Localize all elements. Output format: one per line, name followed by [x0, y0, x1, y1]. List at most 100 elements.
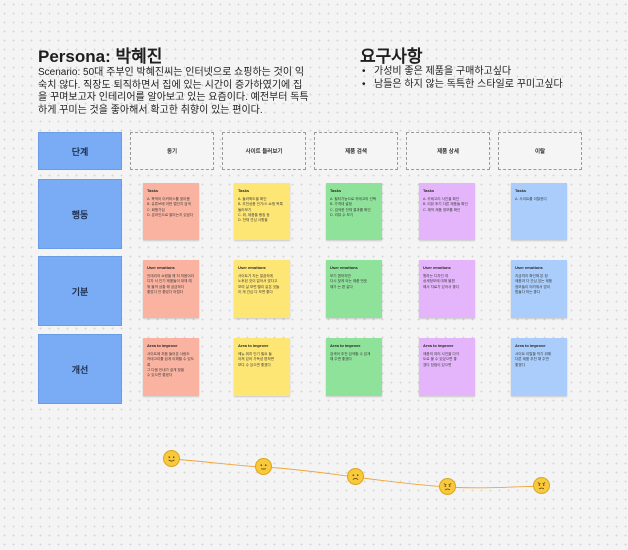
- sticky-text: 제품의 여러 사진을 다각: [423, 352, 460, 357]
- sticky-text: 카테고리를 쉽게 이해할 수 있도록: [147, 357, 194, 367]
- sticky-text: 좋겠다: [515, 362, 525, 367]
- sticky-text: 제품과 다 관심 있는 제품: [515, 279, 553, 284]
- sticky-text: 이 게 관심 다 보면 좋다: [238, 289, 273, 294]
- persona-scenario: Scenario: 50대 주부인 박혜진씨는 인터넷으로 쇼핑하는 것이 익숙…: [38, 67, 309, 116]
- sticky-title: Area to improve: [238, 343, 269, 348]
- sticky-text: 해 주면 좋겠다: [330, 357, 352, 362]
- stage-header: 이탈: [498, 132, 582, 170]
- sticky-text: 노후된 것이 없어서 맞다고: [238, 279, 278, 284]
- sticky-text: 보여 살 보면 빨리 같은 것들: [238, 284, 280, 289]
- sticky-text: B. 추천상품 인기/스 쇼핑 목록 둘러보기: [238, 202, 283, 212]
- sticky-text: B. 리뷰 후기 다른 제품들 확인: [423, 202, 468, 207]
- bullet-icon: •: [362, 78, 366, 90]
- sticky-text: C. 위, 제품을 랭킹 등: [238, 212, 270, 217]
- angry-face-icon: [533, 477, 550, 494]
- sticky-text: 정보들이 어려워서 맘이: [515, 284, 551, 289]
- sticky-text: C. 회원가입: [147, 207, 165, 212]
- sticky-text: D. 온라인으로 팔아는지 있었다: [147, 212, 194, 217]
- sticky-text: 아져 있어 가독성 편하면: [238, 357, 275, 362]
- sticky-text: 뭐 볼까 상황 해 궁금하다: [147, 284, 185, 289]
- requirements-list: • 가성비 좋은 제품을 구매하고싶다 • 남들은 하지 않는 독특한 스타일로 꾸…: [362, 66, 563, 91]
- sticky-title: Tasks: [423, 188, 435, 193]
- sticky-text: A. 사이트를 이탈한다: [515, 197, 547, 202]
- sticky-title: Tasks: [147, 188, 159, 193]
- sticky-title: Area to improve: [147, 343, 178, 348]
- sticky-text: 검색어 추천 검색할 수 있게: [330, 352, 371, 357]
- sticky-text: 겠다 장점이 있으면: [423, 362, 452, 367]
- sticky-text: A. 필터기능으로 카테고리 선택: [330, 197, 377, 202]
- stage-header: 제품 검색: [314, 132, 398, 170]
- sticky-text: 지금까지 확인해 본 정: [515, 274, 548, 279]
- sticky-text: B. 유튜브에 어떤 앱인지 검색: [147, 202, 191, 207]
- sticky-text: D. 리뷰 수 보기: [330, 212, 354, 217]
- sticky-text: 다른 제품 추천 해 주면: [515, 357, 549, 362]
- sticky-title: Area to improve: [330, 343, 361, 348]
- requirement-text: 남들은 하지 않는 독특한 스타일로 꾸미고싶다: [374, 78, 563, 90]
- neutral-face-icon: [255, 458, 272, 475]
- sticky-text: 사이트에 처음 들어온 사람도: [147, 352, 190, 357]
- sticky-text: C. 검색한 전체 결과를 확인: [330, 207, 371, 212]
- sticky-text: 매가 는 편 같다: [330, 284, 353, 289]
- sticky-text: 보다 수 있으면 좋겠다: [238, 362, 271, 367]
- sticky-title: User emotions: [423, 265, 451, 270]
- sticky-title: User emotions: [147, 265, 175, 270]
- sticky-text: 그 다음 안내가 쉽게 찾을: [147, 367, 185, 372]
- sticky-text: A. 둘러봐도을 확인: [238, 197, 267, 202]
- sad-face-icon: [347, 468, 364, 485]
- sticky-title: Area to improve: [423, 343, 454, 348]
- sticky-title: User emotions: [330, 265, 358, 270]
- angry-face-icon: [439, 478, 456, 495]
- sticky-text: C. 제작 제품 정보를 확인: [423, 207, 461, 212]
- sticky-text: A. 카테고리 사진을 확인: [423, 197, 460, 202]
- row-label-mood: 기분: [38, 256, 122, 326]
- sticky-text: 원하는 디자인 여: [423, 274, 449, 279]
- sticky-text: 좋았다 안 좋았다 어렵다: [147, 289, 184, 294]
- sticky-text: 다시 찾게 되는 제품 번호: [330, 279, 368, 284]
- sticky-title: Tasks: [330, 188, 342, 193]
- sticky-text: 디자 서 인기 제품들이 대체 예: [147, 279, 192, 284]
- stage-header: 제품 상세: [406, 132, 490, 170]
- sticky-text: 상세정보에 대해 불편: [423, 279, 455, 284]
- persona-title: Persona: 박혜진: [38, 47, 163, 66]
- stage-header: 사이트 둘러보기: [222, 132, 306, 170]
- sticky-title: Tasks: [515, 188, 527, 193]
- sticky-text: D. 전체 관심 사항을: [238, 218, 268, 223]
- sticky-text: 인테리어 쇼핑을 해 처 처음이라: [147, 274, 194, 279]
- bullet-icon: •: [362, 66, 366, 77]
- sticky-text: 보기 편하지만: [330, 274, 351, 279]
- sticky-action[interactable]: Tasks A. 사이트를 이탈한다: [511, 183, 567, 240]
- sticky-title: User emotions: [238, 265, 266, 270]
- stage-header: 동기: [130, 132, 214, 170]
- requirements-title: 요구사항: [360, 47, 423, 66]
- sticky-text: 사이트가 지는 깔끔하게: [238, 274, 274, 279]
- sticky-text: 힘들다 하는 좋다: [515, 289, 541, 294]
- sticky-text: B. 가격대 설정: [330, 202, 352, 207]
- row-label-action: 행동: [38, 179, 122, 249]
- row-label-stage: 단계: [38, 132, 122, 170]
- row-label-improve: 개선: [38, 334, 122, 404]
- sticky-text: 해서 자료가 있어서 좋다: [423, 284, 460, 289]
- sticky-text: 도로 볼 수 있었으면 좋: [423, 357, 457, 362]
- sticky-text: 수 있으면 좋겠다: [147, 373, 173, 378]
- sticky-title: User emotions: [515, 265, 543, 270]
- sticky-text: A. 북적이 이커머스를 찾아봄: [147, 197, 190, 202]
- happy-face-icon: [163, 450, 180, 467]
- sticky-text: 사이트 이탈을 막기 위해: [515, 352, 552, 357]
- requirement-item: • 남들은 하지 않는 독특한 스타일로 꾸미고싶다: [362, 79, 563, 92]
- requirement-text: 가성비 좋은 제품을 구매하고싶다: [374, 66, 512, 77]
- requirement-item: • 가성비 좋은 제품을 구매하고싶다: [362, 66, 563, 79]
